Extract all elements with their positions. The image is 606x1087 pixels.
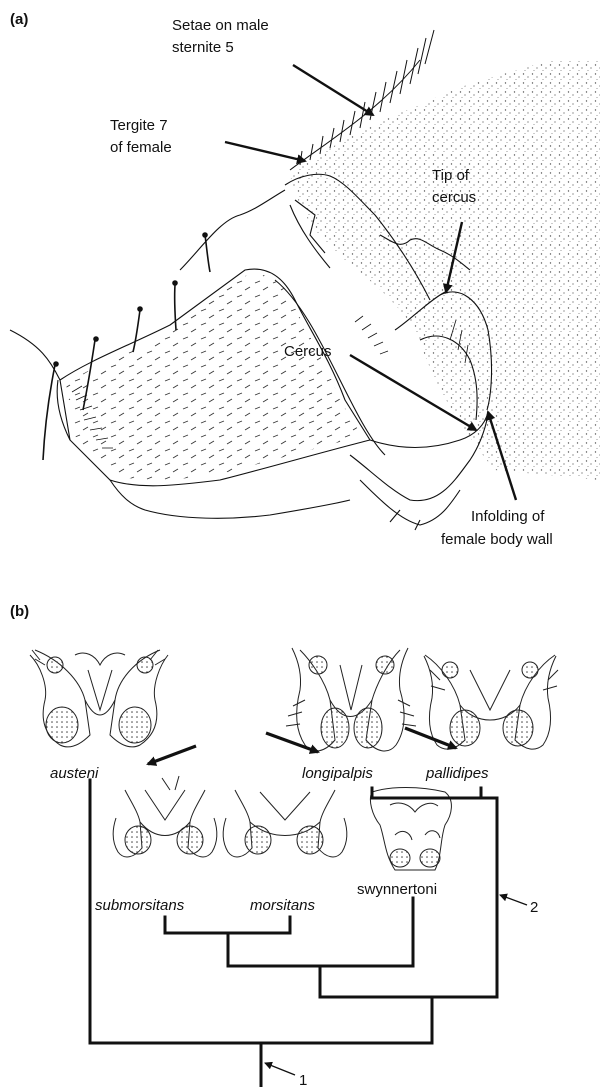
tree-branch-submorsitans-morsitans (165, 917, 290, 933)
label-tergite-line2: of female (110, 139, 172, 156)
genitalia-drawing-pallidipes (424, 655, 558, 749)
arrow-austeni (148, 746, 196, 764)
panel-a: (a) (10, 11, 600, 548)
arrow-node-1 (265, 1063, 295, 1075)
node-label-1: 1 (299, 1072, 307, 1087)
node-label-2: 2 (530, 899, 538, 916)
arrow-longipalpis (266, 733, 318, 752)
genitalia-drawing-swynnertoni (370, 788, 451, 871)
genitalia-drawing-longipalpis (286, 648, 416, 751)
species-label-morsitans: morsitans (250, 897, 316, 914)
label-tip-line1: Tip of (432, 167, 470, 184)
panel-b-label: (b) (10, 603, 29, 620)
label-tip-line2: cercus (432, 189, 476, 206)
panel-a-label: (a) (10, 11, 28, 28)
label-setae-line1: Setae on male (172, 17, 269, 34)
label-tergite-line1: Tergite 7 (110, 117, 168, 134)
species-label-longipalpis: longipalpis (302, 765, 373, 782)
label-cercus: Cercus (284, 343, 332, 360)
genitalia-drawing-morsitans (223, 790, 347, 857)
species-label-submorsitans: submorsitans (95, 897, 185, 914)
phylogenetic-tree (90, 780, 497, 1087)
label-infolding-line2: female body wall (441, 531, 553, 548)
genitalia-drawing-austeni (30, 650, 168, 747)
species-label-pallidipes: pallidipes (425, 765, 489, 782)
label-setae-line2: sternite 5 (172, 39, 234, 56)
label-infolding-line1: Infolding of (471, 508, 545, 525)
plate-hairs (66, 275, 362, 480)
arrow-tergite (225, 142, 305, 161)
arrow-setae (293, 65, 373, 115)
arrow-node-2 (500, 895, 527, 905)
species-label-austeni: austeni (50, 765, 99, 782)
panel-b: (b) (10, 603, 558, 1087)
genitalia-drawing-submorsitans (113, 776, 217, 857)
species-label-swynnertoni: swynnertoni (357, 881, 437, 898)
